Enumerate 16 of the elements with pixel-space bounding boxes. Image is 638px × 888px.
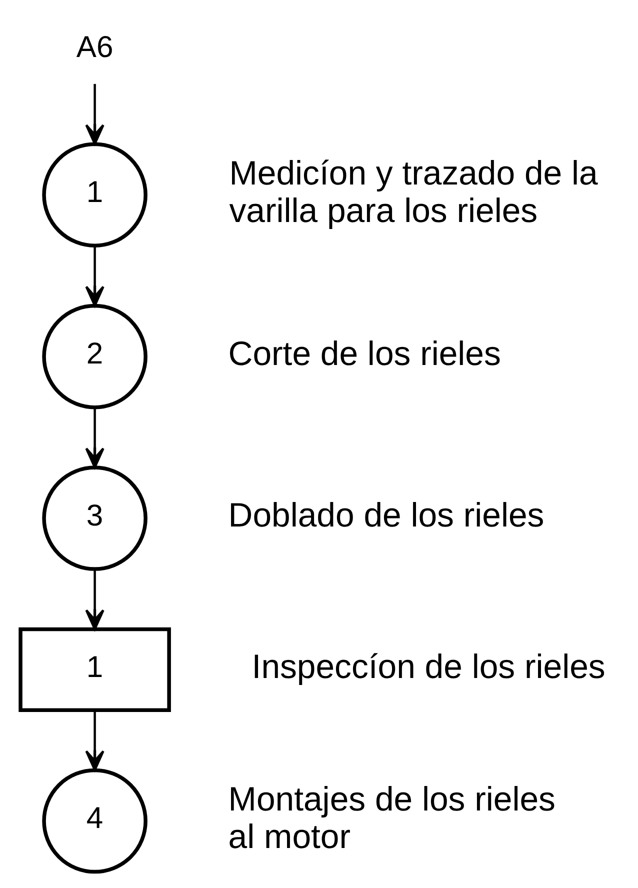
node-label: Medicíon y trazado de la varilla para los rieles [228,154,598,230]
node-circle: 1 [42,142,147,248]
node-circle: 2 [42,304,147,410]
node-text: A6 [76,31,113,64]
arrow [84,246,104,307]
arrow [84,710,104,772]
node-label: Montajes de los rieles al motor [228,780,555,856]
arrow [84,84,104,146]
node-label: Doblado de los rieles [228,496,544,535]
arrow [84,408,104,468]
node-box: 1 [18,627,170,712]
arrow [84,569,104,630]
node-label: Corte de los rieles [228,334,500,373]
node-label: Inspeccíon de los rieles [251,648,605,686]
node-circle: 3 [42,466,147,571]
node-circle: 4 [42,768,147,874]
